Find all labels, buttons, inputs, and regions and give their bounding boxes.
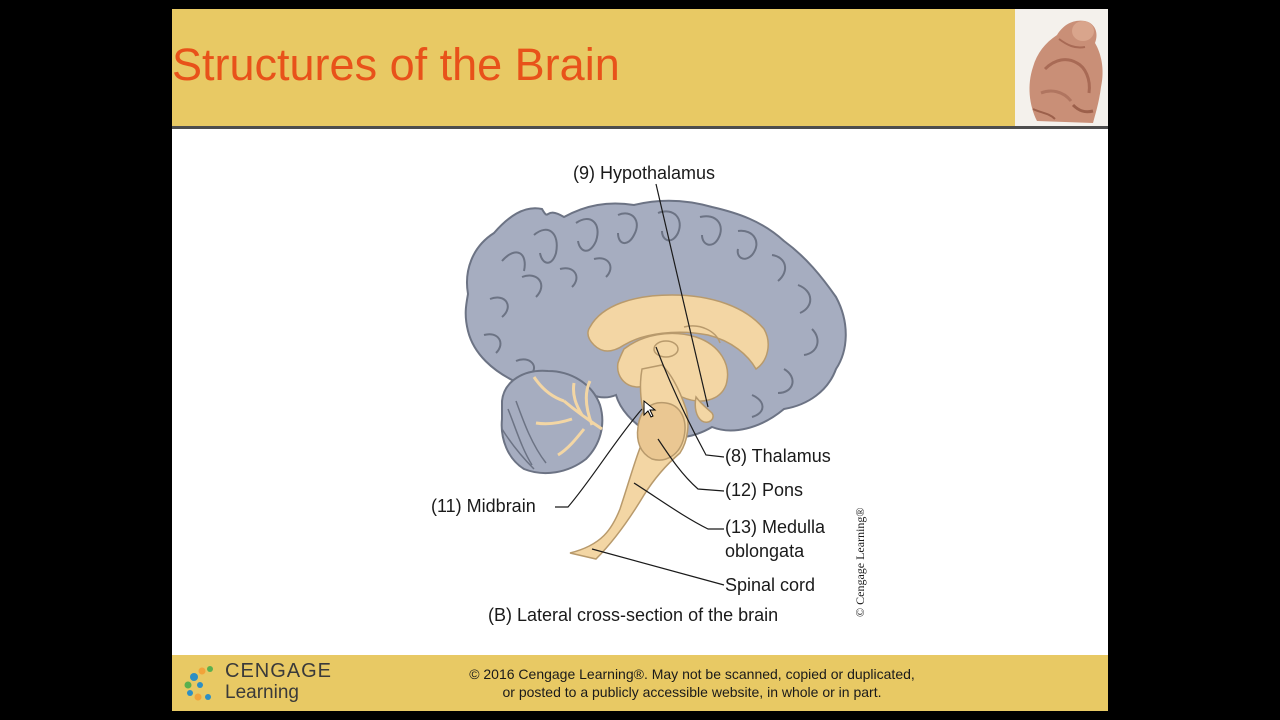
midbrain-leader-line xyxy=(555,408,643,508)
diagram-credit: © Cengage Learning® xyxy=(853,507,867,617)
label-spinal-cord: Spinal cord xyxy=(725,575,815,595)
thalamus-leader-line xyxy=(655,346,725,458)
label-medulla-line2: oblongata xyxy=(725,541,805,561)
mouse-pointer-icon xyxy=(643,399,657,418)
brand-name-top: CENGAGE xyxy=(225,660,333,682)
pons xyxy=(636,401,686,461)
label-midbrain: (11) Midbrain xyxy=(431,496,536,516)
footer-band: CENGAGE Learning © 2016 Cengage Learning… xyxy=(172,655,1108,711)
copyright-line-1: © 2016 Cengage Learning®. May not be sca… xyxy=(469,666,915,682)
cengage-logo-icon xyxy=(184,666,213,701)
medulla-leader-line xyxy=(633,482,724,530)
corpus-callosum xyxy=(587,294,769,371)
brand-name-bottom: Learning xyxy=(225,682,299,703)
label-pons: (12) Pons xyxy=(725,480,803,500)
anatomical-muscle-figure-image xyxy=(1015,9,1108,126)
brain-diagram: (9) Hypothalamus (8) Thalamus (12) Pons … xyxy=(431,163,867,625)
title-band: Structures of the Brain xyxy=(172,9,1015,126)
pons-leader-line xyxy=(657,438,725,492)
title-divider xyxy=(172,126,1108,129)
copyright-line-2: or posted to a publicly accessible websi… xyxy=(502,684,882,700)
arbor-vitae xyxy=(532,376,603,457)
slide-title: Structures of the Brain xyxy=(172,39,620,90)
pituitary xyxy=(694,395,714,424)
hypothalamus-leader-line xyxy=(655,183,709,408)
diagram-caption: (B) Lateral cross-section of the brain xyxy=(488,605,778,625)
label-hypothalamus: (9) Hypothalamus xyxy=(573,163,715,183)
slide: Structures of the Brain xyxy=(172,9,1108,711)
spinal-cord-leader-line xyxy=(591,548,725,586)
copyright-notice: © 2016 Cengage Learning®. May not be sca… xyxy=(422,665,962,701)
label-thalamus: (8) Thalamus xyxy=(725,446,831,466)
label-medulla-line1: (13) Medulla xyxy=(725,517,826,537)
